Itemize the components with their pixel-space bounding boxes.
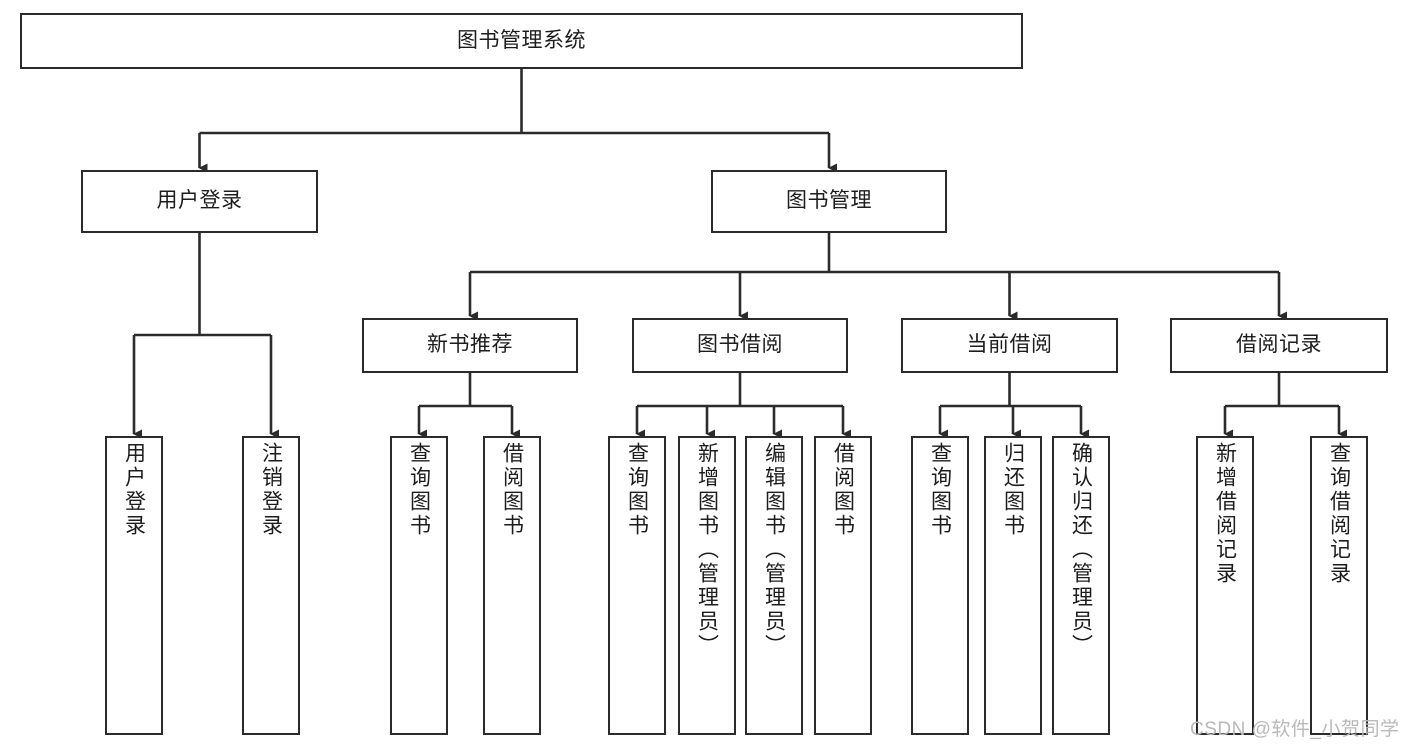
node-leaf-edit-book[interactable]: 编辑图书（管理员） xyxy=(745,436,803,735)
node-leaf-query-book-1[interactable]: 查询图书 xyxy=(390,436,448,735)
node-label: 归还图书 xyxy=(1001,442,1025,538)
node-leaf-add-book[interactable]: 新增图书（管理员） xyxy=(678,436,736,735)
node-leaf-borrow-book-2[interactable]: 借阅图书 xyxy=(814,436,872,735)
node-label: 查询图书 xyxy=(928,442,952,538)
node-label: 当前借阅 xyxy=(966,333,1053,357)
edge-layer xyxy=(132,69,1347,439)
node-borrow-record[interactable]: 借阅记录 xyxy=(1170,318,1388,373)
node-leaf-query-record[interactable]: 查询借阅记录 xyxy=(1310,436,1368,735)
node-book-manage[interactable]: 图书管理 xyxy=(711,170,947,233)
node-label: 图书管理系统 xyxy=(457,28,586,52)
node-label: 用户登录 xyxy=(122,442,146,538)
node-label: 借阅图书 xyxy=(500,442,524,538)
node-label: 查询图书 xyxy=(407,442,431,538)
node-new-book-rec[interactable]: 新书推荐 xyxy=(362,318,578,373)
node-label: 查询借阅记录 xyxy=(1327,442,1351,586)
node-leaf-user-logout[interactable]: 注销登录 xyxy=(242,436,300,735)
node-leaf-confirm-return[interactable]: 确认归还（管理员） xyxy=(1052,436,1110,735)
node-label: 图书管理 xyxy=(786,189,872,213)
node-user-login[interactable]: 用户登录 xyxy=(81,170,318,233)
node-label: 编辑图书（管理员） xyxy=(762,442,786,658)
node-leaf-query-book-2[interactable]: 查询图书 xyxy=(608,436,666,735)
node-label: 确认归还（管理员） xyxy=(1069,442,1093,658)
node-label: 查询图书 xyxy=(625,442,649,538)
node-label: 新增借阅记录 xyxy=(1213,442,1237,586)
node-leaf-borrow-book-1[interactable]: 借阅图书 xyxy=(483,436,541,735)
node-root[interactable]: 图书管理系统 xyxy=(20,13,1023,69)
node-current-borrow[interactable]: 当前借阅 xyxy=(901,318,1118,373)
node-label: 借阅记录 xyxy=(1236,333,1322,357)
node-label: 用户登录 xyxy=(156,189,243,213)
node-leaf-add-record[interactable]: 新增借阅记录 xyxy=(1196,436,1254,735)
node-leaf-query-book-3[interactable]: 查询图书 xyxy=(911,436,969,735)
node-label: 新书推荐 xyxy=(427,333,513,357)
node-leaf-user-login[interactable]: 用户登录 xyxy=(105,436,163,735)
node-label: 注销登录 xyxy=(259,442,283,538)
node-label: 新增图书（管理员） xyxy=(695,442,719,658)
node-book-borrow[interactable]: 图书借阅 xyxy=(632,318,848,373)
node-label: 图书借阅 xyxy=(697,333,783,357)
node-label: 借阅图书 xyxy=(831,442,855,538)
node-leaf-return-book[interactable]: 归还图书 xyxy=(984,436,1042,735)
